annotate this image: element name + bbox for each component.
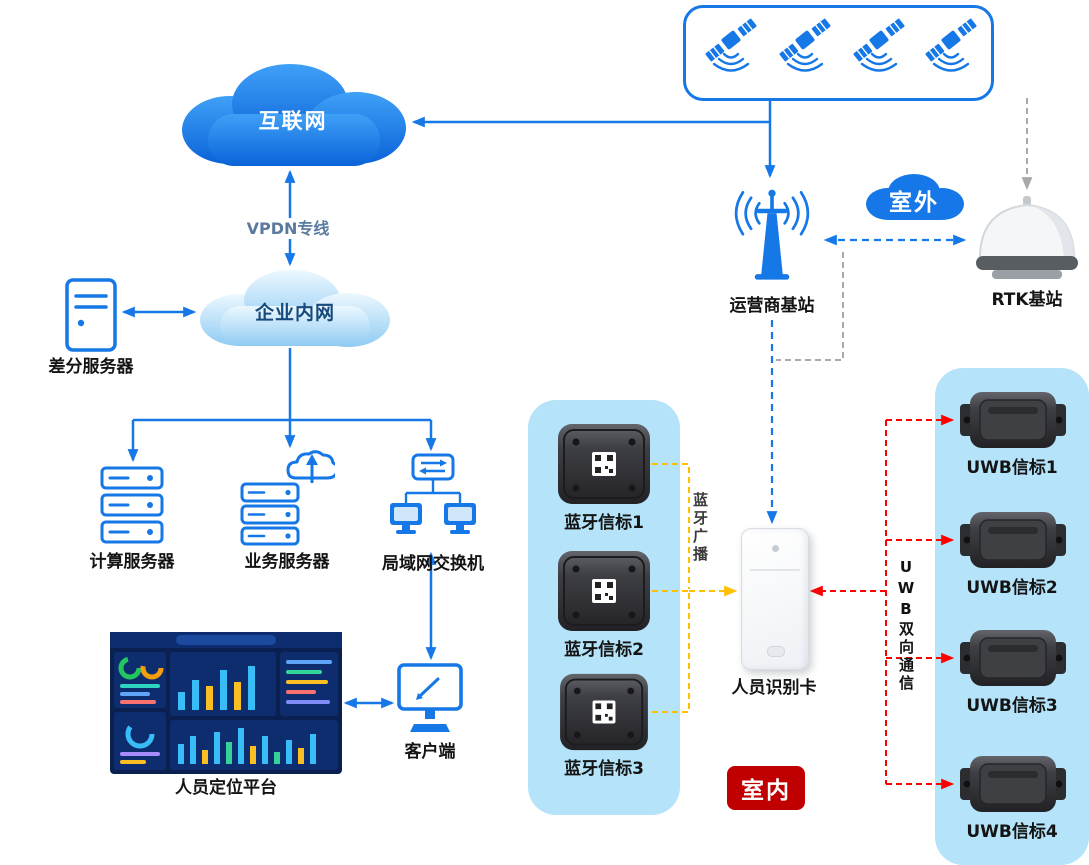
diff-server-label: 差分服务器 — [48, 357, 134, 377]
lan-switch-icon — [388, 453, 478, 550]
compute-server-label: 计算服务器 — [89, 552, 175, 572]
vpdn-label: VPDN专线 — [244, 218, 332, 239]
intranet-cloud: 企业内网 — [188, 262, 402, 352]
bt-beacon-1-icon — [556, 420, 652, 508]
internet-label: 互联网 — [258, 109, 328, 133]
uwb-links — [809, 414, 955, 790]
bluetooth-broadcast-label: 蓝牙广播 — [691, 492, 709, 564]
cloud-icon — [182, 64, 406, 166]
rtk-base-station-icon — [968, 194, 1086, 286]
positioning-platform-label: 人员定位平台 — [175, 778, 277, 798]
compute-server-icon — [98, 464, 166, 546]
business-server-icon — [240, 450, 335, 546]
lan-switch-label: 局域网交换机 — [382, 554, 484, 574]
intranet-branch-trunk — [133, 348, 431, 422]
carrier-base-station-icon — [722, 180, 822, 292]
bt-beacon-2-icon — [556, 547, 652, 635]
card-button — [767, 646, 785, 657]
intranet-label: 企业内网 — [254, 301, 335, 324]
uwb-beacon-1-label: UWB信标1 — [966, 458, 1058, 478]
bt-beacon-3-label: 蓝牙信标3 — [564, 759, 644, 779]
satellites-icon — [702, 15, 980, 72]
outdoor-badge-label: 室外 — [889, 190, 939, 216]
platform-screenshot — [110, 632, 342, 774]
card-led — [771, 545, 779, 552]
diff-server-icon — [62, 276, 120, 354]
client-label: 客户端 — [404, 742, 456, 762]
uwb-beacon-3-label: UWB信标3 — [966, 696, 1058, 716]
uwb-beacon-4-icon — [958, 752, 1068, 816]
internet-cloud: 互联网 — [168, 56, 418, 172]
client-icon — [396, 662, 464, 738]
bt-beacon-2-label: 蓝牙信标2 — [564, 640, 644, 660]
carrier-base-station-label: 运营商基站 — [729, 296, 815, 316]
uwb-two-way-label: UWB双向通信 — [897, 558, 915, 693]
person-id-card-device — [741, 528, 809, 670]
cloud-icon — [200, 270, 390, 347]
uwb-beacon-2-label: UWB信标2 — [966, 578, 1058, 598]
person-id-card-label: 人员识别卡 — [731, 678, 817, 698]
bt-beacon-3-icon — [556, 670, 652, 754]
bt-beacon-1-label: 蓝牙信标1 — [564, 513, 644, 533]
uwb-beacon-1-icon — [958, 388, 1068, 452]
indoor-badge: 室内 — [727, 766, 805, 810]
outdoor-cloud-icon — [866, 174, 964, 220]
business-server-label: 业务服务器 — [244, 552, 330, 572]
uwb-beacon-3-icon — [958, 626, 1068, 690]
satellite-group-frame — [683, 5, 994, 101]
rtk-base-station-label: RTK基站 — [991, 290, 1063, 310]
indoor-badge-label: 室内 — [741, 778, 791, 804]
card-seam — [750, 569, 800, 571]
uwb-beacon-4-label: UWB信标4 — [966, 822, 1058, 842]
uwb-beacon-2-icon — [958, 508, 1068, 572]
outdoor-badge: 室外 — [860, 168, 968, 226]
